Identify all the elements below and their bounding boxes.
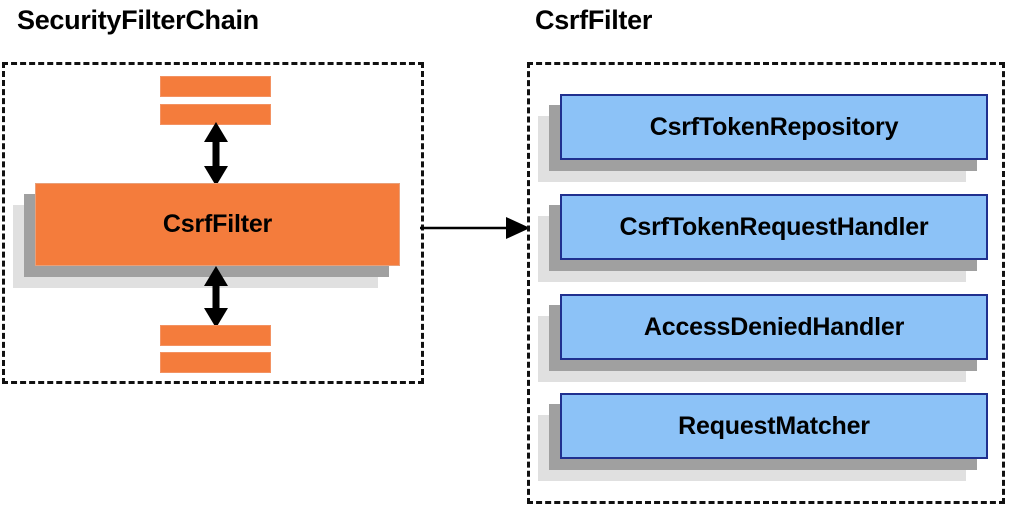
node-csrf-token-request-handler[interactable]: CsrfTokenRequestHandler xyxy=(538,194,988,282)
node-label: CsrfTokenRequestHandler xyxy=(619,212,929,241)
group-title-security-filter-chain: SecurityFilterChain xyxy=(17,5,259,35)
double-arrow-top-icon xyxy=(204,122,228,186)
node-request-matcher[interactable]: RequestMatcher xyxy=(538,393,988,481)
filter-bar-bottom-2 xyxy=(160,352,271,373)
node-label: CsrfFilter xyxy=(162,210,273,238)
node-csrf-token-repository[interactable]: CsrfTokenRepository xyxy=(538,94,988,182)
node-label: AccessDeniedHandler xyxy=(643,312,905,341)
node-face: CsrfTokenRepository xyxy=(560,94,988,160)
cross-link-arrow-icon xyxy=(420,217,530,239)
node-label: CsrfTokenRepository xyxy=(649,112,899,141)
group-title-csrf-filter: CsrfFilter xyxy=(535,5,653,35)
filter-bar-bottom-1 xyxy=(160,325,271,346)
filter-bar-top-1 xyxy=(160,76,271,97)
node-face: RequestMatcher xyxy=(560,393,988,459)
node-face: CsrfTokenRequestHandler xyxy=(560,194,988,260)
node-csrf-filter[interactable]: CsrfFilter xyxy=(13,183,400,288)
node-access-denied-handler[interactable]: AccessDeniedHandler xyxy=(538,294,988,382)
node-label: RequestMatcher xyxy=(678,411,870,440)
csrf-filter-container xyxy=(527,62,1005,504)
double-arrow-bottom-icon xyxy=(204,266,228,328)
security-filter-chain-container xyxy=(2,62,424,384)
node-face: CsrfFilter xyxy=(35,183,400,266)
node-face: AccessDeniedHandler xyxy=(560,294,988,360)
